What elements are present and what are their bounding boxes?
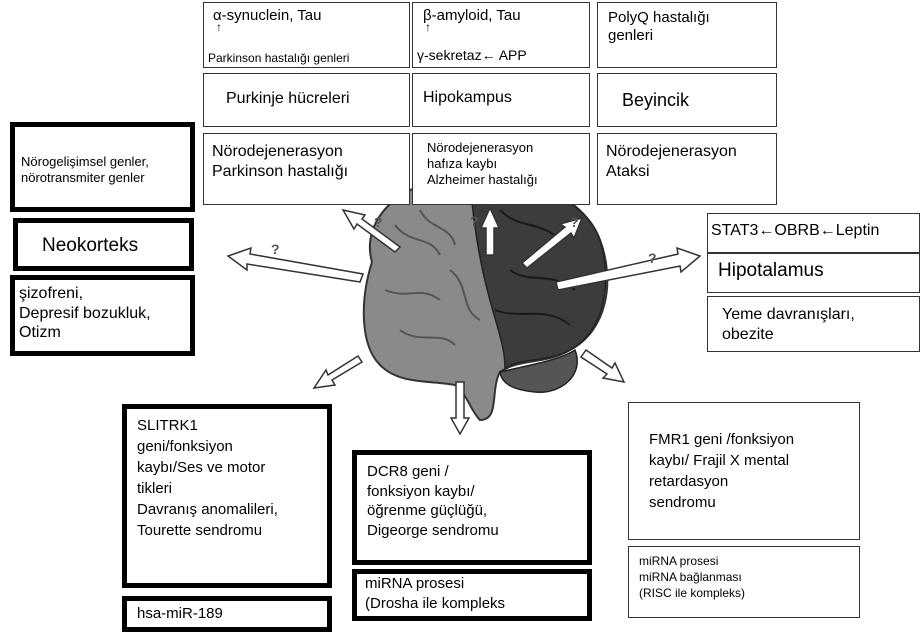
- mirna-risc-box: miRNA prosesi miRNA bağlanması (RISC ile…: [628, 546, 860, 618]
- leptin-pathway-box: STAT3←OBRB←Leptin: [707, 213, 920, 253]
- parkinson-genes-box: α-synuclein, Tau ↑ Parkinson hastalığı g…: [203, 2, 410, 68]
- dcr8-box: DCR8 geni / fonksiyon kaybı/ öğrenme güç…: [352, 450, 592, 565]
- arrow-to-slitrk1: [314, 356, 362, 388]
- up-arrow-icon: ↑: [216, 20, 222, 34]
- mirna-drosha-box: miRNA prosesi (Drosha ile kompleks: [352, 569, 592, 621]
- arrow-to-neokorteks: [228, 248, 363, 282]
- question-mark-hipokampus: ?: [470, 213, 479, 229]
- alzheimer-genes-line2: γ-sekretaz← APP: [417, 47, 527, 63]
- question-mark-beyincik: ?: [570, 214, 579, 230]
- question-mark-purkinje: ?: [374, 214, 383, 230]
- hipotalamus-box: Hipotalamus: [707, 253, 920, 293]
- beyincik-box: Beyincik: [597, 73, 777, 127]
- arrow-to-fmr1: [581, 350, 624, 382]
- alzheimer-genes-box: β-amyloid, Tau ↑ γ-sekretaz← APP: [412, 2, 590, 68]
- purkinje-box: Purkinje hücreleri: [203, 73, 410, 127]
- question-mark-hipotalamus: ?: [648, 250, 657, 266]
- ataksi-disease-box: Nörodejenerasyon Ataksi: [597, 133, 777, 205]
- neurodevelopment-genes-box: Nörogelişimsel genler, nörotransmiter ge…: [10, 122, 195, 212]
- parkinson-disease-box: Nörodejenerasyon Parkinson hastalığı: [203, 133, 410, 205]
- neokorteks-box: Neokorteks: [13, 218, 194, 271]
- polyq-genes-box: PolyQ hastalığı genleri: [597, 2, 777, 68]
- question-mark-neokorteks: ?: [271, 241, 280, 257]
- parkinson-genes-line2: Parkinson hastalığı genleri: [208, 51, 349, 65]
- slitrk1-box: SLITRK1 geni/fonksiyon kaybı/Ses ve moto…: [122, 404, 332, 588]
- alzheimer-disease-box: Nörodejenerasyon hafıza kaybı Alzheimer …: [412, 133, 590, 205]
- parkinson-genes-line1: α-synuclein, Tau: [213, 7, 321, 24]
- psychiatric-disorders-box: şizofreni, Depresif bozukluk, Otizm: [10, 275, 195, 356]
- up-arrow-icon: ↑: [425, 20, 431, 34]
- feeding-behavior-box: Yeme davranışları, obezite: [707, 296, 920, 352]
- alzheimer-genes-line1: β-amyloid, Tau: [423, 7, 521, 24]
- hsa-mir-189-box: hsa-miR-189: [122, 596, 332, 632]
- hipokampus-box: Hipokampus: [412, 73, 590, 127]
- fmr1-box: FMR1 geni /fonksiyon kaybı/ Frajil X men…: [628, 402, 860, 540]
